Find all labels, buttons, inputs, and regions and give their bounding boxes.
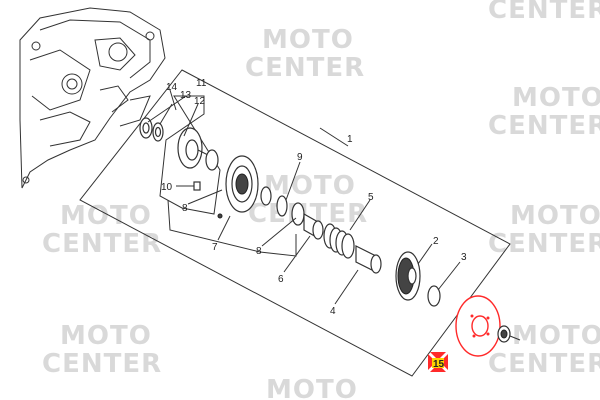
- subassembly-frame-7: [167, 199, 297, 257]
- watermark-line1: MOTO: [262, 25, 354, 55]
- clutch-bell-15[interactable]: [455, 295, 501, 357]
- leader-lines: [147, 89, 461, 305]
- watermark-line2: CENTER: [245, 53, 365, 83]
- watermark-layer: MOTO CENTER MOTO CENTER MOTO CENTER MOTO…: [42, 0, 600, 400]
- watermark-line2: CENTER: [488, 349, 600, 379]
- callout-8-upper: 8: [182, 203, 188, 214]
- watermark-8: MOTO: [266, 375, 358, 400]
- callout-12: 12: [194, 96, 206, 107]
- callout-10: 10: [161, 182, 173, 193]
- clutch-2: [395, 251, 421, 301]
- watermark-7: MOTO CENTER: [488, 321, 600, 379]
- ring-3: [427, 285, 441, 307]
- watermark-line2: CENTER: [488, 229, 600, 259]
- callout-15: 15: [433, 359, 445, 370]
- callout-7: 7: [212, 242, 218, 253]
- bearing-9: [276, 195, 288, 217]
- watermark-line1: MOTO: [512, 321, 600, 351]
- selected-part-marker[interactable]: 15: [428, 352, 448, 372]
- callout-9: 9: [297, 152, 303, 163]
- callout-11: 11: [196, 78, 207, 89]
- watermark-line1: MOTO: [510, 201, 600, 231]
- watermark-6: MOTO CENTER: [42, 321, 162, 379]
- watermark-line1: MOTO: [60, 201, 152, 231]
- watermark-line2: CENTER: [488, 111, 600, 141]
- nut: [497, 325, 521, 343]
- callout-5: 5: [368, 192, 374, 203]
- parts-group: [139, 117, 521, 357]
- callout-6: 6: [278, 274, 284, 285]
- watermark-line1: MOTO: [264, 171, 356, 201]
- watermark-line2: CENTER: [42, 229, 162, 259]
- callout-labels: 1 2 3 4 5 6 7 8 8 9 10 11 12 13 14: [161, 78, 467, 317]
- watermark-line2: CENTER: [42, 349, 162, 379]
- callout-3: 3: [461, 252, 467, 263]
- subassembly-frame-11: [159, 95, 221, 215]
- spring-5: [323, 223, 355, 259]
- callout-4: 4: [330, 306, 336, 317]
- watermark-line1: MOTO: [60, 321, 152, 351]
- watermark-3: MOTO CENTER: [42, 201, 162, 259]
- watermark-9: CENTER: [488, 0, 600, 25]
- bushing-8: [291, 202, 305, 226]
- watermark-line1: MOTO: [512, 83, 600, 113]
- assembly-frame: [79, 69, 511, 377]
- callout-2: 2: [433, 236, 439, 247]
- watermark-line1: MOTO: [266, 375, 358, 400]
- hub: [205, 149, 219, 171]
- crankcase-housing: [19, 7, 166, 189]
- watermark-line2: CENTER: [488, 0, 600, 25]
- spacer: [260, 186, 272, 206]
- callout-8-lower: 8: [256, 246, 262, 257]
- screw-10: [193, 181, 201, 191]
- watermark-2: MOTO CENTER: [488, 83, 600, 141]
- watermark-5: MOTO CENTER: [488, 201, 600, 259]
- callout-13: 13: [180, 90, 192, 101]
- watermark-1: MOTO CENTER: [245, 25, 365, 83]
- callout-14: 14: [166, 82, 178, 93]
- callout-1: 1: [347, 134, 353, 145]
